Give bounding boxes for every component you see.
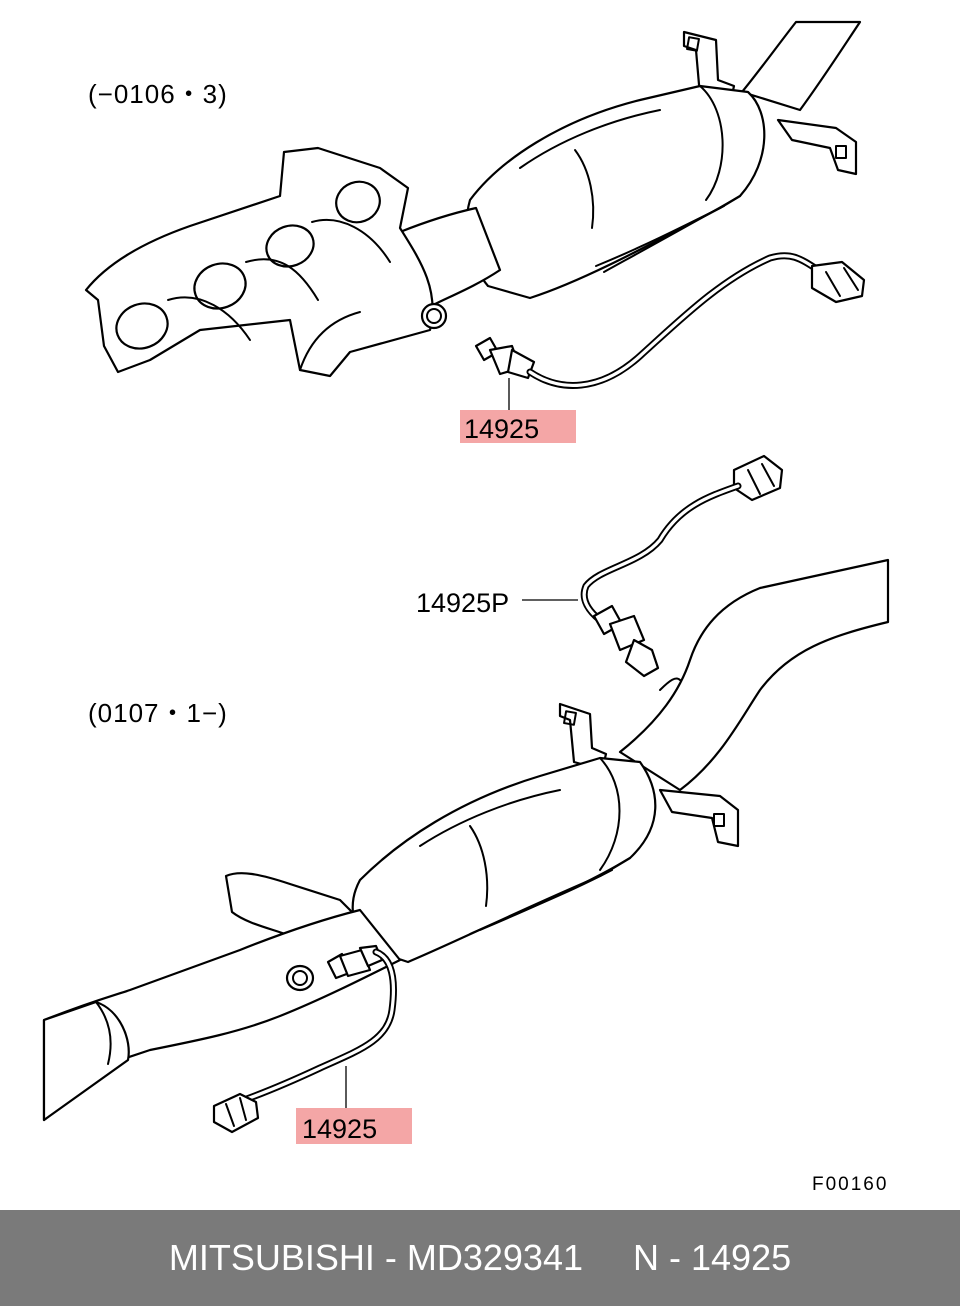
bottom-variant-label: (0107・1−) <box>88 698 228 728</box>
bottom-assembly <box>42 558 890 1134</box>
oxygen-sensor-middle <box>580 454 784 678</box>
footer-banner: MITSUBISHI - MD329341 N - 14925 <box>0 1210 960 1306</box>
oxygen-sensor-top <box>474 252 866 389</box>
top-assembly <box>84 20 866 389</box>
parts-diagram: 14925 (−0106・3) 14925P <box>42 20 890 1195</box>
callout-middle-label: 14925P <box>416 588 509 618</box>
figure-code: F00160 <box>812 1174 888 1195</box>
callout-bottom-highlight <box>296 1108 412 1144</box>
oxygen-sensor-bottom <box>212 944 397 1134</box>
callout-bottom-label: 14925 <box>302 1114 377 1144</box>
top-variant-label: (−0106・3) <box>88 79 228 109</box>
callout-top-label: 14925 <box>464 414 539 444</box>
footer-part-text: MITSUBISHI - MD329341 N - 14925 <box>168 1237 792 1278</box>
callout-top-highlight <box>460 410 576 443</box>
